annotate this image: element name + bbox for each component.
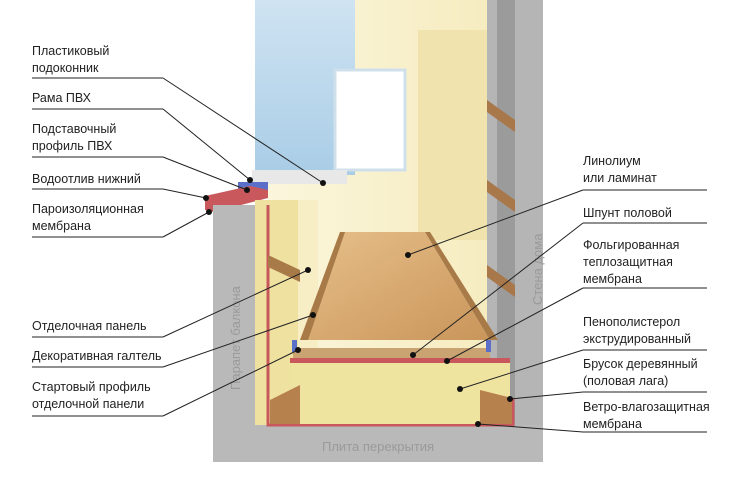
callout-dot (405, 252, 411, 258)
leader-line (162, 108, 251, 181)
callout-label: Подставочный (32, 122, 116, 136)
callout-left-6: Декоративная галтель (32, 312, 316, 368)
callout-right-3: Пенополистерол экструдированный (457, 315, 707, 392)
leader-line (509, 391, 584, 400)
wall-label: Стена дома (530, 233, 545, 305)
joist-right (480, 390, 512, 424)
callout-dot (410, 352, 416, 358)
callout-label: Пластиковый (32, 44, 109, 58)
leader-line (162, 188, 207, 199)
starter-profile (292, 340, 297, 352)
callout-left-2: Подставочный профиль ПВХ (32, 122, 250, 193)
callout-dot (244, 187, 250, 193)
callout-label: Стартовый профиль (32, 380, 151, 394)
callout-dot (206, 209, 212, 215)
callout-label: Отделочная панель (32, 319, 147, 333)
parapet-batten (268, 255, 300, 282)
leader-line (412, 222, 584, 356)
skirting-right (425, 232, 498, 340)
callout-dot (310, 312, 316, 318)
callout-right-0: Линолиум или ламинат (405, 154, 707, 258)
polystyrene (290, 362, 510, 424)
callout-label: или ламинат (583, 171, 657, 185)
callout-label: Пенополистерол (583, 315, 680, 329)
callout-dot (507, 396, 513, 402)
slab-label: Плита перекрытия (322, 439, 434, 454)
callout-right-4: Брусок деревянный (половая лага) (507, 357, 707, 402)
leader-line (162, 77, 324, 184)
leader-line (162, 349, 299, 417)
callout-label: отделочной панели (32, 397, 144, 411)
wind-membrane (266, 205, 515, 427)
window-sill (252, 170, 347, 184)
leader-line (446, 287, 584, 362)
leader-line (162, 314, 314, 368)
floor-laminate (300, 232, 490, 340)
callout-label: (половая лага) (583, 374, 668, 388)
callout-label: подоконник (32, 61, 99, 75)
callout-label: Ветро-влагозащитная (583, 400, 710, 414)
callout-right-2: Фольгированная теплозащитная мембрана (444, 238, 707, 364)
callout-dot (475, 421, 481, 427)
callout-label: экструдированный (583, 332, 691, 346)
subfloor-board (293, 348, 490, 358)
callout-left-4: Пароизоляционная мембрана (32, 202, 212, 238)
callout-right-1: Шпунт половой (410, 206, 707, 358)
foil-membrane (290, 358, 510, 363)
floor-slab (213, 425, 543, 462)
leader-line (477, 423, 584, 433)
callout-label: Водоотлив нижний (32, 172, 141, 186)
leader-line (162, 156, 248, 191)
callout-left-0: Пластиковый подоконник (32, 44, 326, 186)
callout-dot (457, 386, 463, 392)
leader-line (162, 269, 309, 338)
callout-left-3: Водоотлив нижний (32, 172, 209, 201)
leader-line (162, 211, 210, 238)
inner-wall-panel (418, 30, 488, 240)
callout-label: теплозащитная (583, 255, 673, 269)
callout-label: мембрана (32, 219, 91, 233)
callout-left-5: Отделочная панель (32, 267, 311, 338)
callout-label: Брусок деревянный (583, 357, 698, 371)
callout-label: профиль ПВХ (32, 139, 113, 153)
callout-label: Линолиум (583, 154, 641, 168)
callout-right-5: Ветро-влагозащитная мембрана (475, 400, 710, 433)
callout-dot (247, 177, 253, 183)
callout-dot (320, 180, 326, 186)
callout-label: мембрана (583, 272, 642, 286)
callout-label: Рама ПВХ (32, 91, 92, 105)
wall-battens (487, 100, 515, 297)
callout-left-1: Рама ПВХ (32, 91, 253, 183)
callout-label: Шпунт половой (583, 206, 672, 220)
callout-label: Фольгированная (583, 238, 679, 252)
callout-dot (203, 195, 209, 201)
parapet-label: Парапет балкона (228, 285, 243, 390)
window-glass (333, 68, 407, 172)
callout-dot (444, 358, 450, 364)
callout-dot (295, 347, 301, 353)
callout-left-7: Стартовый профиль отделочной панели (32, 347, 301, 417)
leader-line (407, 189, 584, 256)
joist-left (270, 385, 300, 424)
callout-label: Пароизоляционная (32, 202, 144, 216)
callout-label: Декоративная галтель (32, 349, 162, 363)
leader-line (459, 349, 584, 390)
starter-profile-right (486, 340, 491, 352)
callout-label: мембрана (583, 417, 642, 431)
callout-dot (305, 267, 311, 273)
